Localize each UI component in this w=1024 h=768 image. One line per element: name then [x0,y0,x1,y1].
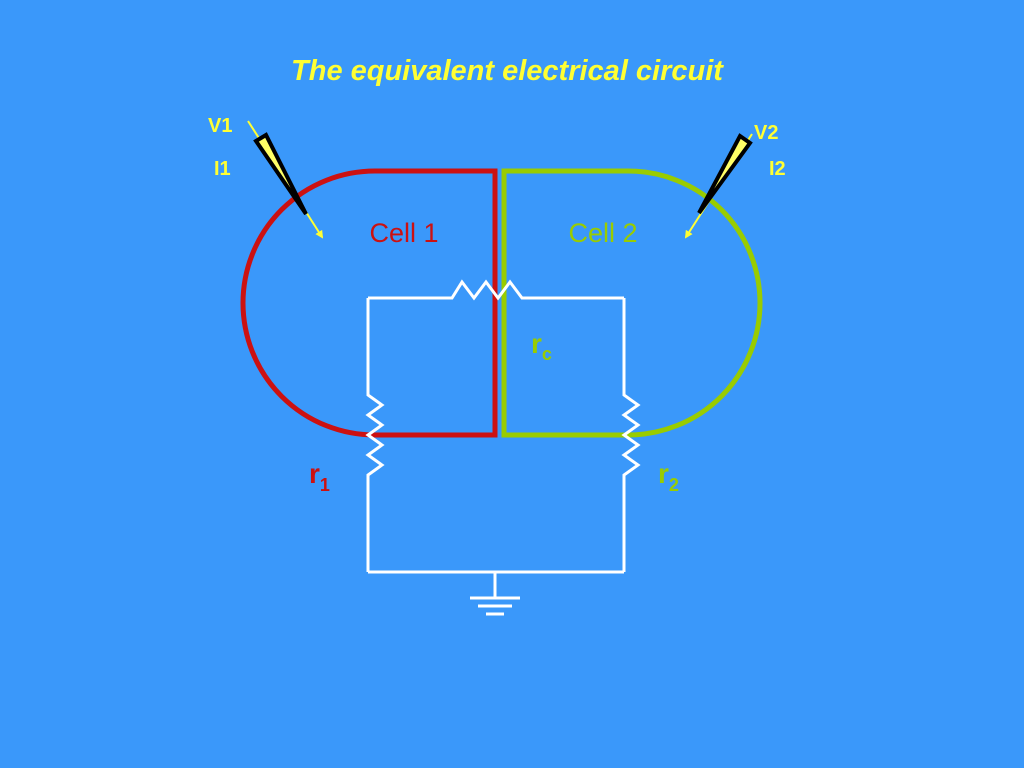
r1-resistor-wire [365,298,385,572]
probe-label-v2: V2 [754,122,778,144]
resistor-label-rc: rc [531,328,552,364]
r1-symbol: r [309,458,320,489]
ground-symbol-icon [470,596,520,616]
cell-2-membrane [501,168,763,438]
cell-1-label: Cell 1 [369,218,438,248]
circuit-wiring [365,279,641,598]
r1-subscript: 1 [320,475,330,495]
probe-label-i2: I2 [769,158,786,180]
cell-2-label: Cell 2 [568,218,637,248]
rc-symbol: r [531,328,542,359]
probe-label-i1: I1 [214,158,231,180]
resistor-label-r1: r1 [309,458,330,495]
slide-title: The equivalent electrical circuit [291,55,724,87]
right-microelectrode-icon [697,133,753,215]
left-electrode [247,120,324,239]
probe-label-v1: V1 [208,115,232,137]
rc-subscript: c [542,344,552,364]
right-electrode [684,133,753,239]
r2-symbol: r [658,458,669,489]
r2-resistor-wire [621,298,641,572]
cell-1-membrane [240,168,498,438]
left-microelectrode-icon [253,132,308,216]
coupling-resistor-wire [368,279,624,301]
r2-subscript: 2 [669,475,679,495]
resistor-label-r2: r2 [658,458,679,495]
